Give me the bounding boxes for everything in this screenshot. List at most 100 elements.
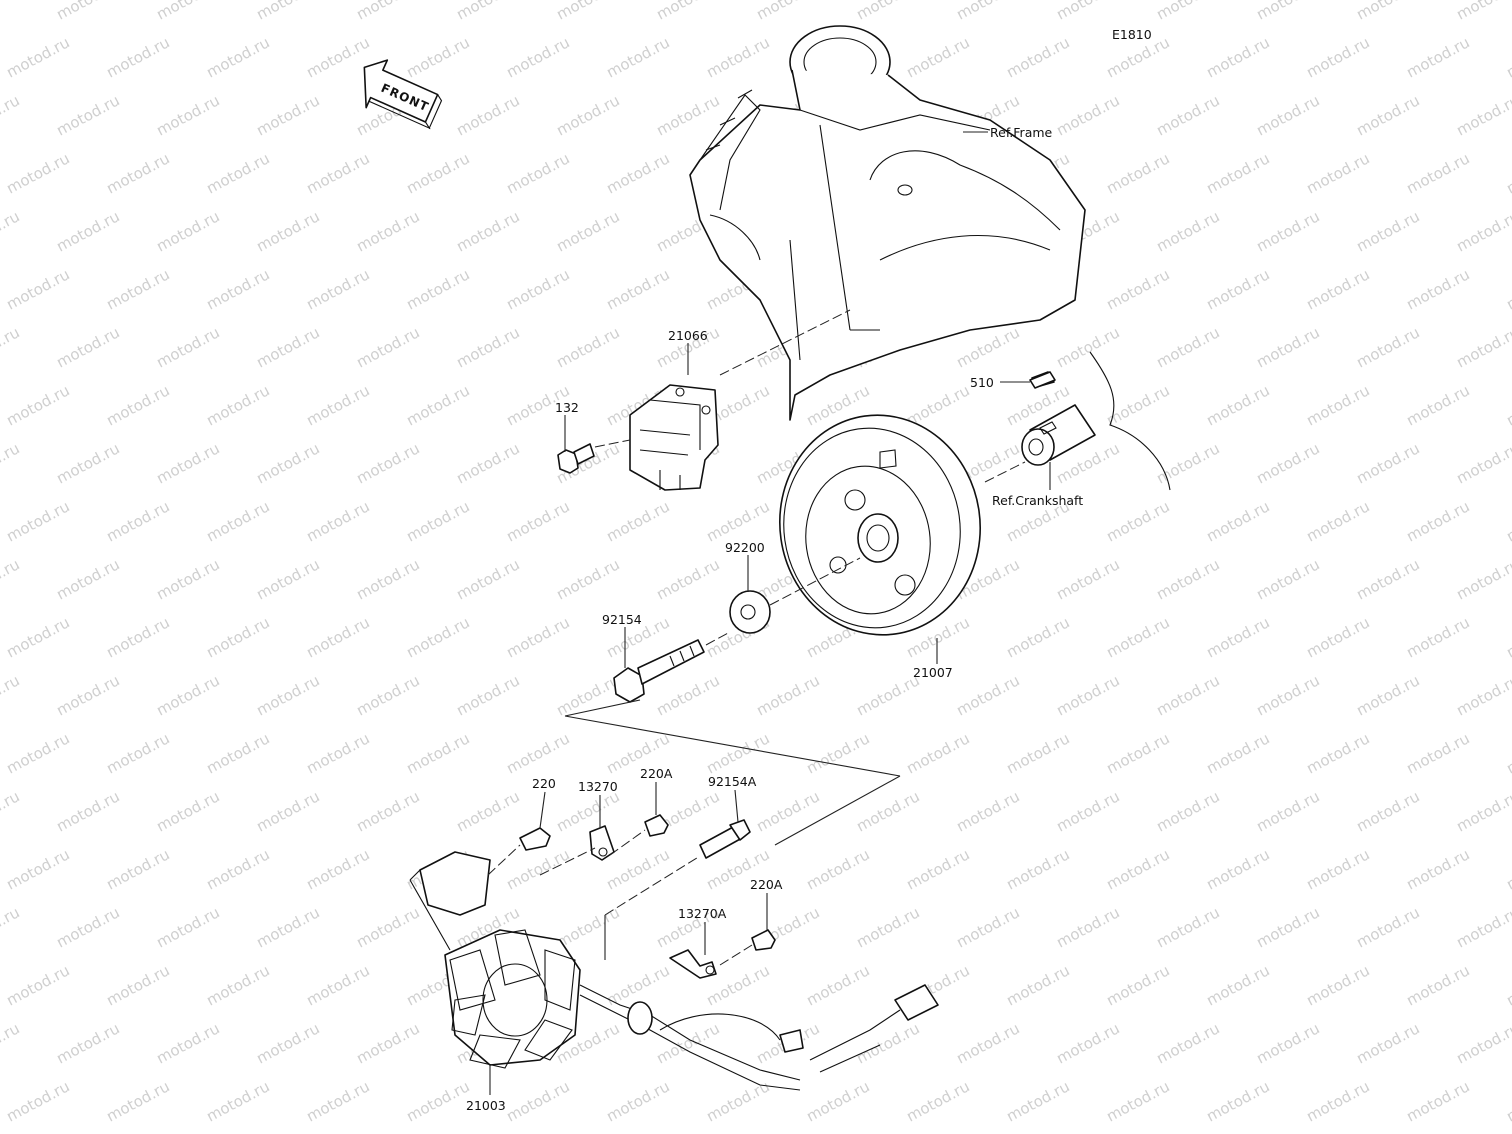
watermark-text: motod.ru <box>503 1077 572 1125</box>
watermark-text: motod.ru <box>253 1019 322 1067</box>
watermark-text: motod.ru <box>453 555 522 603</box>
watermark-text: motod.ru <box>353 555 422 603</box>
watermark-text: motod.ru <box>303 265 372 313</box>
watermark-text: motod.ru <box>53 91 122 139</box>
watermark-text: motod.ru <box>1203 381 1272 429</box>
watermark-text: motod.ru <box>353 323 422 371</box>
watermark-text: motod.ru <box>1203 265 1272 313</box>
ref-crankshaft-label: Ref.Crankshaft <box>992 493 1083 508</box>
watermark-text: motod.ru <box>403 265 472 313</box>
watermark-text: motod.ru <box>53 1019 122 1067</box>
watermark-text: motod.ru <box>503 33 572 81</box>
watermark-text: motod.ru <box>853 903 922 951</box>
watermark-text: motod.ru <box>1453 323 1512 371</box>
watermark-text: motod.ru <box>1403 961 1472 1009</box>
watermark-text: motod.ru <box>1153 323 1222 371</box>
watermark-text: motod.ru <box>303 613 372 661</box>
watermark-text: motod.ru <box>1253 1019 1322 1067</box>
watermark-text: motod.ru <box>3 1077 72 1125</box>
watermark-text: motod.ru <box>453 323 522 371</box>
watermark-text: motod.ru <box>1153 787 1222 835</box>
watermark-text: motod.ru <box>1253 787 1322 835</box>
watermark-text: motod.ru <box>303 729 372 777</box>
watermark-text: motod.ru <box>0 787 23 835</box>
watermark-text: motod.ru <box>203 149 272 197</box>
watermark-text: motod.ru <box>0 207 23 255</box>
watermark-text: motod.ru <box>1153 207 1222 255</box>
screw-220A-upper <box>644 814 669 837</box>
watermark-text: motod.ru <box>0 439 23 487</box>
watermark-text: motod.ru <box>353 207 422 255</box>
callout-92200: 92200 <box>725 540 765 555</box>
watermark-text: motod.ru <box>1403 149 1472 197</box>
watermark-text: motod.ru <box>1103 961 1172 1009</box>
watermark-text: motod.ru <box>153 555 222 603</box>
watermark-text: motod.ru <box>1453 439 1512 487</box>
bolt-132 <box>557 443 595 474</box>
watermark-text: motod.ru <box>53 903 122 951</box>
watermark-text: motod.ru <box>1503 149 1512 197</box>
watermark-text: motod.ru <box>253 207 322 255</box>
watermark-text: motod.ru <box>1253 207 1322 255</box>
watermark-text: motod.ru <box>903 33 972 81</box>
watermark-text: motod.ru <box>1303 961 1372 1009</box>
watermark-text: motod.ru <box>1053 903 1122 951</box>
watermark-text: motod.ru <box>253 91 322 139</box>
screw-220 <box>519 827 551 851</box>
watermark-text: motod.ru <box>1403 845 1472 893</box>
watermark-text: motod.ru <box>1353 787 1422 835</box>
watermark-text: motod.ru <box>353 903 422 951</box>
watermark-text: motod.ru <box>1303 149 1372 197</box>
watermark-text: motod.ru <box>303 381 372 429</box>
watermark-text: motod.ru <box>203 961 272 1009</box>
watermark-text: motod.ru <box>103 729 172 777</box>
watermark-text: motod.ru <box>1103 845 1172 893</box>
watermark-text: motod.ru <box>1403 497 1472 545</box>
watermark-text: motod.ru <box>103 613 172 661</box>
watermark-text: motod.ru <box>0 1019 23 1067</box>
watermark-text: motod.ru <box>1403 613 1472 661</box>
watermark-text: motod.ru <box>1353 207 1422 255</box>
watermark-text: motod.ru <box>503 497 572 545</box>
watermark-text: motod.ru <box>53 555 122 603</box>
watermark-text: motod.ru <box>403 729 472 777</box>
watermark-text: motod.ru <box>3 497 72 545</box>
watermark-text: motod.ru <box>403 33 472 81</box>
watermark-text: motod.ru <box>453 787 522 835</box>
callout-220A-lower: 220A <box>750 877 783 892</box>
watermark-text: motod.ru <box>153 671 222 719</box>
watermark-text: motod.ru <box>1053 555 1122 603</box>
watermark-text: motod.ru <box>603 33 672 81</box>
watermark-text: motod.ru <box>203 497 272 545</box>
watermark-text: motod.ru <box>903 1077 972 1125</box>
watermark-text: motod.ru <box>303 961 372 1009</box>
watermark-text: motod.ru <box>1503 497 1512 545</box>
watermark-text: motod.ru <box>1253 903 1322 951</box>
watermark-text: motod.ru <box>903 845 972 893</box>
watermark-text: motod.ru <box>203 265 272 313</box>
labels: E1810 Ref.Frame Ref.Crankshaft 21066 132… <box>466 27 1152 1113</box>
watermark-text: motod.ru <box>3 149 72 197</box>
watermark-text: motod.ru <box>1303 33 1372 81</box>
watermark-text: motod.ru <box>1103 613 1172 661</box>
watermark-text: motod.ru <box>503 845 572 893</box>
watermark-text: motod.ru <box>1353 323 1422 371</box>
watermark-text: motod.ru <box>1253 0 1322 24</box>
watermark-text: motod.ru <box>1503 729 1512 777</box>
washer-92200 <box>729 590 771 634</box>
watermark-text: motod.ru <box>403 613 472 661</box>
watermark-text: motod.ru <box>303 33 372 81</box>
watermark-text: motod.ru <box>603 1077 672 1125</box>
watermark-text: motod.ru <box>3 845 72 893</box>
watermark-text: motod.ru <box>1203 149 1272 197</box>
watermark-text: motod.ru <box>653 555 722 603</box>
watermark-text: motod.ru <box>1253 555 1322 603</box>
watermark-text: motod.ru <box>803 961 872 1009</box>
bolt-92154A <box>699 819 751 859</box>
watermark-text: motod.ru <box>653 0 722 24</box>
crankshaft-drawing <box>1021 351 1171 491</box>
watermark-text: motod.ru <box>1503 961 1512 1009</box>
watermark-text: motod.ru <box>1053 1019 1122 1067</box>
watermark-text: motod.ru <box>1503 265 1512 313</box>
